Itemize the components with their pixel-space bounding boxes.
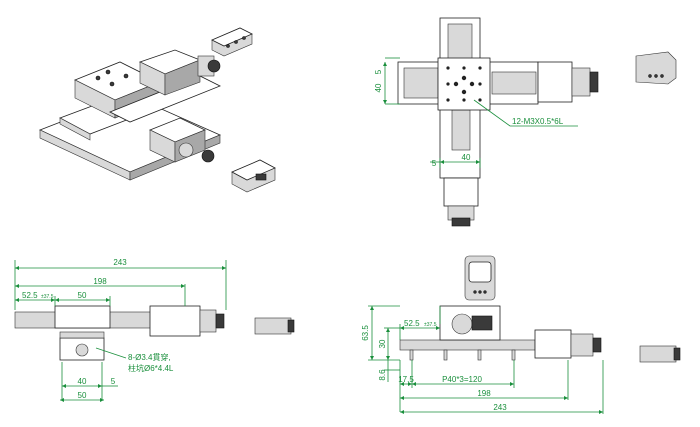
top-dim-width-5: 5 [432, 159, 437, 168]
side-hole-note-2: 柱坑Ø6*4.4L [128, 363, 174, 373]
top-dim-width-40: 40 [462, 153, 471, 162]
front-dim-243: 243 [493, 403, 507, 412]
front-dim-52-5: 52.5 [404, 319, 420, 328]
side-view-motor [149, 305, 201, 337]
front-dim-pitch: P40*3=120 [442, 375, 482, 384]
top-view-connector-right [635, 51, 677, 85]
front-dim-tol: ±37.5 [424, 322, 437, 328]
iso-connector-upper [211, 27, 253, 57]
side-dim-base-40: 40 [78, 377, 87, 386]
front-view-connector [639, 345, 677, 363]
front-view-rail [399, 339, 536, 351]
front-dim-30: 30 [378, 339, 387, 348]
side-view-carriage [54, 305, 111, 329]
side-view: 243 198 52.5 ±37.5 50 8-Ø3.4貫穿, 柱坑Ø6*4.4… [14, 258, 295, 402]
front-view-vertical-connector [464, 255, 496, 301]
front-dim-8-6: 8.6 [378, 369, 387, 381]
top-dim-height-40: 40 [374, 83, 383, 92]
front-view: 63.5 30 8.6 52.5 ±37.5 17.5 P40*3=120 19… [361, 255, 681, 414]
side-dim-base-5: 5 [111, 377, 116, 386]
front-dim-17-5: 17.5 [398, 375, 414, 384]
isometric-view [38, 27, 276, 193]
top-view-motor-bottom [443, 177, 479, 207]
side-dim-base-50: 50 [78, 391, 87, 400]
side-dim-198: 198 [93, 277, 107, 286]
front-dim-198: 198 [477, 389, 491, 398]
side-view-connector [254, 317, 292, 335]
top-view-motor-right [537, 61, 573, 103]
side-hole-note-1: 8-Ø3.4貫穿, [128, 352, 171, 362]
top-view: 5 40 5 40 12-M3X0.5*6L [374, 17, 677, 227]
top-view-carriage [437, 57, 491, 111]
front-view-motor [534, 329, 572, 359]
top-thread-callout: 12-M3X0.5*6L [512, 117, 564, 126]
side-dim-243: 243 [113, 258, 127, 267]
front-dim-63-5: 63.5 [361, 325, 370, 341]
side-dim-50: 50 [78, 291, 87, 300]
side-dim-tol: ±37.5 [41, 294, 54, 300]
top-dim-height-5: 5 [374, 69, 383, 74]
iso-connector-lower [231, 159, 276, 193]
side-dim-52-5: 52.5 [22, 291, 38, 300]
